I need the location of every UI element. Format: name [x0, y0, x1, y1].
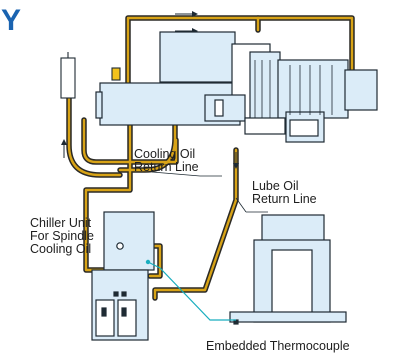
chiller-line-3: Cooling Oil [30, 243, 94, 256]
spindle-head [96, 32, 377, 142]
cooling-return-line-2: Return Line [134, 161, 199, 174]
machine-base [230, 215, 346, 324]
leader-lines [152, 172, 268, 212]
lube-oil-return-label: Lube Oil Return Line [252, 180, 317, 206]
embedded-thermocouple-label: Embedded Thermocouple [206, 340, 350, 353]
chiller-unit [92, 212, 154, 340]
cooling-oil-return-label: Cooling Oil Return Line [134, 148, 199, 174]
lube-return-line-2: Return Line [252, 193, 317, 206]
chiller-unit-label: Chiller Unit For Spindle Cooling Oil [30, 217, 94, 256]
